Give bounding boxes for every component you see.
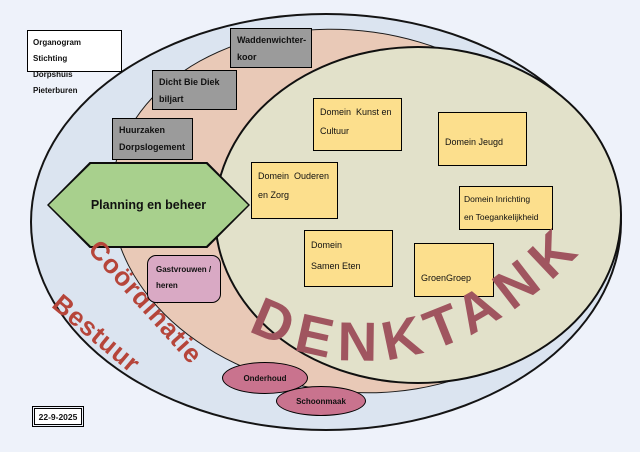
box-gastvrouwen-heren: Gastvrouwen / heren bbox=[147, 255, 221, 303]
box-domein-jeugd: Domein Jeugd bbox=[438, 112, 527, 166]
ouderen-line2: en Zorg bbox=[258, 190, 290, 200]
kunst-line1: Domein Kunst en bbox=[320, 107, 392, 117]
inrichting-line2: en Toegankelijkheid bbox=[464, 212, 539, 222]
box-domein-samen-eten: Domein Samen Eten bbox=[304, 230, 393, 287]
dicht-bie-diek-line2: biljart bbox=[159, 94, 184, 104]
date-box: 22-9-2025 bbox=[31, 405, 85, 428]
ouderen-line1: Domein Ouderen bbox=[258, 171, 330, 181]
planning-hexagon: Planning en beheer bbox=[47, 162, 250, 248]
dicht-bie-diek-line1: Dicht Bie Diek bbox=[159, 77, 220, 87]
title-line1: Organogram Stichting bbox=[33, 38, 86, 63]
huurzaken-line1: Huurzaken bbox=[119, 125, 166, 135]
jeugd-line1: Domein Jeugd bbox=[445, 136, 504, 147]
title-line2: Dorpshuis Pieterburen bbox=[33, 70, 78, 95]
kunst-line2: Cultuur bbox=[320, 126, 350, 136]
box-groengroep: GroenGroep bbox=[414, 243, 494, 297]
planning-hexagon-fill bbox=[49, 164, 248, 246]
box-huurzaken-dorpslogement: Huurzaken Dorpslogement bbox=[112, 118, 193, 160]
box-domein-ouderen-en-zorg: Domein Ouderen en Zorg bbox=[251, 162, 338, 219]
gastvrouwen-line1: Gastvrouwen / bbox=[156, 265, 212, 274]
box-domein-inrichting: Domein Inrichting en Toegankelijkheid bbox=[459, 186, 553, 230]
box-waddenwichterkoor: Waddenwichter- koor bbox=[230, 28, 312, 68]
gastvrouwen-line2: heren bbox=[156, 281, 178, 290]
waddenwichterkoor-line1: Waddenwichter- bbox=[237, 35, 307, 45]
planning-label: Planning en beheer bbox=[90, 198, 207, 212]
onderhoud-label: Onderhoud bbox=[243, 373, 287, 383]
box-domein-kunst-en-cultuur: Domein Kunst en Cultuur bbox=[313, 98, 402, 151]
waddenwichterkoor-line2: koor bbox=[237, 52, 257, 62]
schoonmaak-oval: Schoonmaak bbox=[276, 386, 366, 416]
samen-eten-line2: Samen Eten bbox=[311, 261, 361, 271]
samen-eten-line1: Domein bbox=[311, 240, 343, 250]
title-box: Organogram Stichting Dorpshuis Pieterbur… bbox=[27, 30, 122, 95]
schoonmaak-label: Schoonmaak bbox=[296, 396, 346, 406]
box-dicht-bie-diek: Dicht Bie Diek biljart bbox=[152, 70, 237, 110]
inrichting-line1: Domein Inrichting bbox=[464, 194, 531, 204]
huurzaken-line2: Dorpslogement bbox=[119, 142, 186, 152]
date-label: 22-9-2025 bbox=[38, 411, 78, 422]
groengroep-line1: GroenGroep bbox=[421, 273, 472, 283]
